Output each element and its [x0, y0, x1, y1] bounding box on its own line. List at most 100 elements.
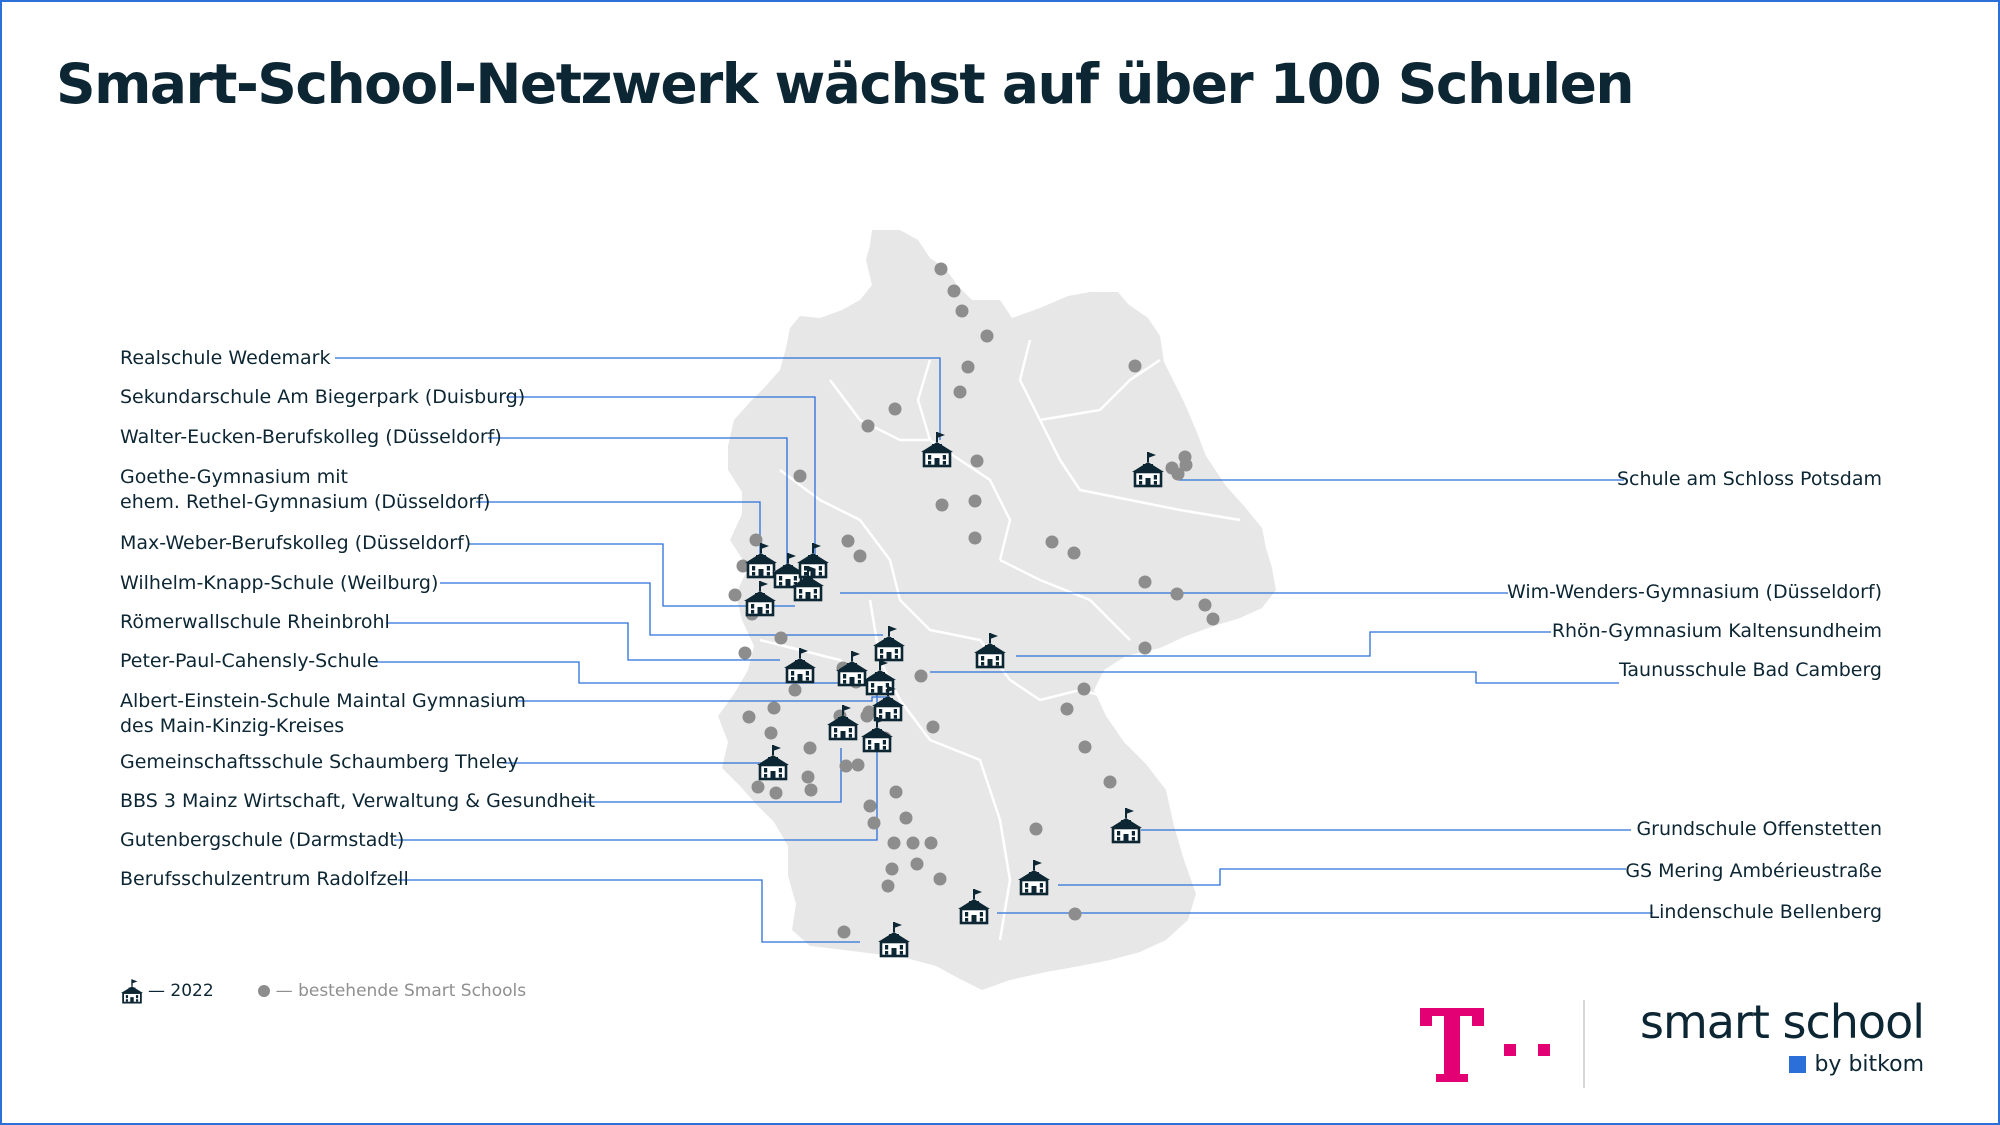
label-walter-eucken-berufskolleg: Walter-Eucken-Berufskolleg (Düsseldorf): [120, 426, 502, 448]
existing-school-dot: [934, 262, 948, 276]
leader-lines: [335, 357, 1653, 943]
existing-school-dot: [801, 770, 815, 784]
existing-school-dot: [1170, 587, 1184, 601]
existing-school-dot: [764, 726, 778, 740]
existing-school-dot: [968, 494, 982, 508]
existing-school-dot: [914, 669, 928, 683]
existing-school-dot: [767, 701, 781, 715]
legend-item-2022: — 2022: [120, 978, 214, 1004]
label-schule-schloss-potsdam: Schule am Schloss Potsdam: [1616, 468, 1882, 490]
existing-school-dot: [1077, 682, 1091, 696]
brand-sub: by bitkom: [1640, 1052, 1924, 1077]
label-bbs3-mainz: BBS 3 Mainz Wirtschaft, Verwaltung & Ges…: [120, 790, 596, 812]
existing-school-dot: [851, 758, 865, 772]
state-borders: [759, 339, 1241, 941]
label-sekundarschule-biegerpark: Sekundarschule Am Biegerpark (Duisburg): [120, 386, 526, 408]
legend-label-existing: — bestehende Smart Schools: [275, 981, 527, 1001]
existing-school-dot: [899, 811, 913, 825]
existing-school-dot: [1206, 612, 1220, 626]
label-goethe-gymnasium-line2: ehem. Rethel-Gymnasium (Düsseldorf): [120, 491, 491, 513]
telekom-logo: [1420, 1008, 1550, 1082]
existing-school-dot: [935, 498, 949, 512]
existing-school-dot: [1045, 535, 1059, 549]
label-rhoen-gymnasium: Rhön-Gymnasium Kaltensundheim: [1551, 620, 1882, 642]
label-gutenbergschule: Gutenbergschule (Darmstadt): [120, 829, 405, 851]
existing-school-dot: [970, 454, 984, 468]
label-wilhelm-knapp-schule: Wilhelm-Knapp-Schule (Weilburg): [120, 572, 439, 594]
existing-school-dot: [853, 549, 867, 563]
existing-school-dot: [1179, 458, 1193, 472]
label-albert-einstein-line2: des Main-Kinzig-Kreises: [120, 715, 345, 737]
existing-school-dot: [1068, 907, 1082, 921]
existing-school-dot: [860, 709, 874, 723]
existing-school-dot: [867, 816, 881, 830]
existing-schools: [728, 262, 1220, 939]
brand-sub-text: by bitkom: [1814, 1052, 1924, 1077]
existing-school-dot: [728, 588, 742, 602]
existing-school-dot: [1138, 641, 1152, 655]
label-schaumberg-theley: Gemeinschaftsschule Schaumberg Theley: [120, 751, 519, 773]
map-legend: — 2022 — bestehende Smart Schools: [120, 978, 570, 1004]
label-max-weber-berufskolleg: Max-Weber-Berufskolleg (Düsseldorf): [120, 532, 472, 554]
page-title: Smart-School-Netzwerk wächst auf über 10…: [56, 52, 1635, 116]
existing-school-dot: [968, 531, 982, 545]
existing-school-dot: [888, 402, 902, 416]
existing-school-dot: [881, 879, 895, 893]
existing-school-dot: [906, 836, 920, 850]
existing-school-dot: [910, 857, 924, 871]
bitkom-square-icon: [1789, 1056, 1807, 1073]
label-taunusschule: Taunusschule Bad Camberg: [1618, 659, 1882, 681]
legend-item-existing: — bestehende Smart Schools: [257, 981, 527, 1001]
existing-school-dot: [885, 862, 899, 876]
label-berufsschulzentrum-radolfzell: Berufsschulzentrum Radolfzell: [120, 868, 409, 890]
existing-school-dot: [1171, 467, 1185, 481]
label-roemerwallschule: Römerwallschule Rheinbrohl: [120, 611, 390, 633]
existing-school-dot: [1078, 740, 1092, 754]
germany-shape: [718, 230, 1276, 990]
existing-school-dot: [961, 360, 975, 374]
dot-icon: [257, 985, 270, 997]
label-grundschule-offenstetten: Grundschule Offenstetten: [1636, 818, 1882, 840]
existing-school-dot: [774, 631, 788, 645]
existing-school-dot: [1103, 775, 1117, 789]
brand-name: smart school: [1639, 995, 1925, 1049]
existing-school-dot: [738, 646, 752, 660]
existing-school-dot: [839, 759, 853, 773]
existing-school-dot: [769, 786, 783, 800]
existing-school-dot: [861, 419, 875, 433]
existing-school-dot: [841, 534, 855, 548]
logo-divider: [1583, 1000, 1585, 1088]
existing-school-dot: [804, 783, 818, 797]
existing-school-dot: [924, 836, 938, 850]
existing-school-dot: [803, 741, 817, 755]
existing-school-dot: [889, 785, 903, 799]
label-gs-mering: GS Mering Ambérieustraße: [1625, 860, 1882, 882]
existing-school-dot: [749, 533, 763, 547]
existing-school-dot: [947, 284, 961, 298]
school-icon: [120, 978, 144, 1004]
label-lindenschule-bellenberg: Lindenschule Bellenberg: [1648, 901, 1882, 923]
existing-school-dot: [1198, 598, 1212, 612]
existing-school-dot: [1128, 359, 1142, 373]
label-albert-einstein-line1: Albert-Einstein-Schule Maintal Gymnasium: [120, 690, 526, 712]
existing-school-dot: [742, 710, 756, 724]
legend-label-2022: — 2022: [148, 981, 214, 1001]
existing-school-dot: [751, 780, 765, 794]
existing-school-dot: [980, 329, 994, 343]
existing-school-dot: [926, 720, 940, 734]
existing-school-dot: [1060, 702, 1074, 716]
existing-school-dot: [788, 683, 802, 697]
existing-school-dot: [1029, 822, 1043, 836]
existing-school-dot: [933, 872, 947, 886]
existing-school-dot: [887, 836, 901, 850]
label-peter-paul-cahensly: Peter-Paul-Cahensly-Schule: [120, 650, 379, 672]
label-wim-wenders: Wim-Wenders-Gymnasium (Düsseldorf): [1506, 581, 1882, 603]
existing-school-dot: [837, 925, 851, 939]
existing-school-dot: [1067, 546, 1081, 560]
smart-school-logo: smart school by bitkom: [1639, 995, 1925, 1077]
existing-school-dot: [1138, 575, 1152, 589]
existing-school-dot: [953, 385, 967, 399]
existing-school-dot: [863, 799, 877, 813]
label-goethe-gymnasium-line1: Goethe-Gymnasium mit: [120, 466, 348, 488]
